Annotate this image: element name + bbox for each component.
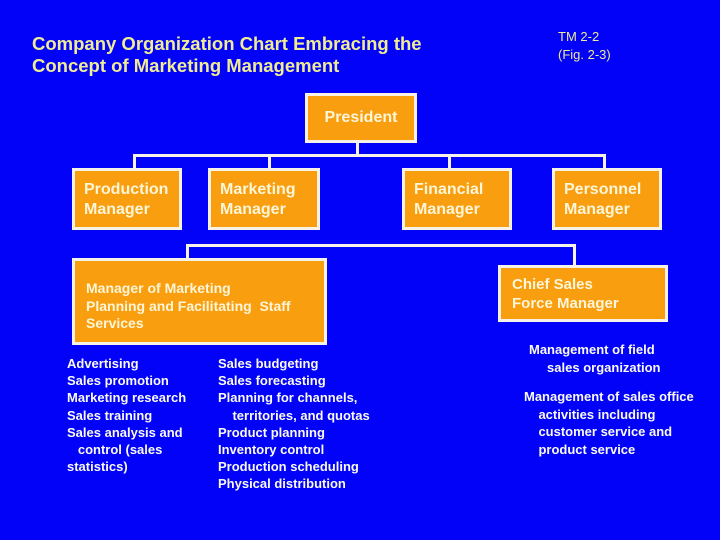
connector-drop-personnel <box>603 156 606 169</box>
org-box-production-manager: Production Manager <box>72 168 182 230</box>
staff-functions-column-1: Advertising Sales promotion Marketing re… <box>67 356 187 475</box>
connector-level1-horizontal <box>133 154 606 157</box>
slide-reference: TM 2-2 (Fig. 2-3) <box>558 29 611 62</box>
connector-drop-staff-services <box>186 246 189 259</box>
connector-drop-marketing <box>268 156 271 169</box>
connector-drop-production <box>133 156 136 169</box>
connector-drop-financial <box>448 156 451 169</box>
connector-president-stub <box>356 143 359 155</box>
org-box-chief-sales-force-manager: Chief Sales Force Manager <box>498 265 668 322</box>
org-box-president: President <box>305 93 417 143</box>
connector-drop-chief-sales <box>573 246 576 266</box>
org-box-staff-services-manager: Manager of Marketing Planning and Facili… <box>72 258 327 345</box>
connector-level2-horizontal <box>186 244 576 247</box>
org-box-personnel-manager: Personnel Manager <box>552 168 662 230</box>
org-box-financial-manager: Financial Manager <box>402 168 512 230</box>
staff-functions-column-2: Sales budgeting Sales forecasting Planni… <box>218 356 370 492</box>
slide-title: Company Organization Chart Embracing the… <box>32 33 422 76</box>
org-box-marketing-manager: Marketing Manager <box>208 168 320 230</box>
sales-force-note-sales-office: Management of sales office activities in… <box>524 389 694 457</box>
sales-force-note-field-sales: Management of field sales organization <box>529 342 661 375</box>
